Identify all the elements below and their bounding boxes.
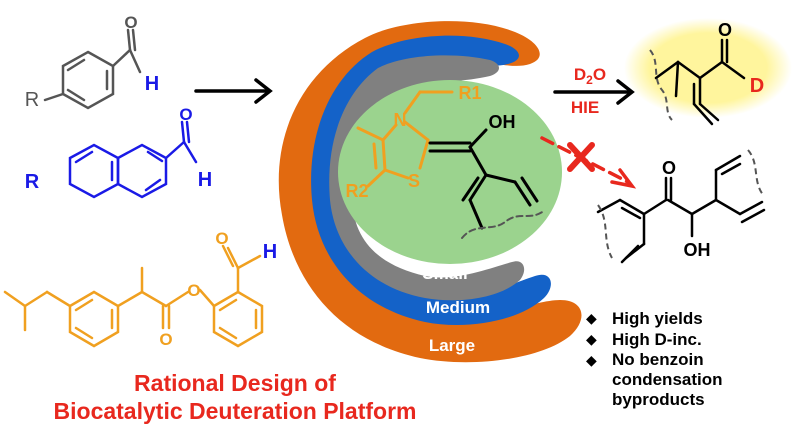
deuterated-product-structure [654, 38, 746, 126]
benzaldehyde-structure [43, 28, 142, 110]
diamond-bullet-icon: ◆ [586, 352, 597, 368]
product-o: O [718, 20, 732, 40]
intermediate-oh: OH [489, 112, 516, 132]
benefits-list: ◆ High yields ◆ High D-inc. ◆ No benzoin… [584, 308, 723, 410]
diamond-bullet-icon: ◆ [586, 331, 597, 347]
benzoin-o: O [662, 158, 676, 178]
breslow-intermediate [356, 90, 546, 239]
ester-carbonyl-o: O [159, 330, 172, 349]
naphthaldehyde-structure [68, 120, 198, 199]
active-site [338, 80, 562, 264]
benefit-text: High yields [612, 309, 703, 328]
benefit-text-line: No benzoin [612, 350, 704, 369]
title-line-1: Rational Design of [134, 370, 336, 396]
benefit-item: ◆ No benzoin condensation byproducts [584, 350, 723, 410]
reagent-label: D2O [574, 65, 606, 87]
naphthaldehyde-h: H [198, 169, 212, 191]
pocket-label-small: Small [422, 264, 467, 283]
naphthaldehyde-o: O [179, 105, 192, 124]
diamond-bullet-icon: ◆ [586, 310, 597, 326]
benzaldehyde-h: H [145, 73, 159, 95]
ester-o: O [187, 281, 200, 300]
ester-aldehyde-h: H [263, 241, 277, 263]
benzaldehyde-o: O [124, 13, 137, 32]
benzoin-structure [596, 154, 766, 264]
substrate-to-enzyme-arrow [194, 78, 273, 104]
benzaldehyde-r: R [25, 89, 39, 111]
benefit-text-line: byproducts [612, 390, 705, 409]
medium-pocket-layer [311, 35, 551, 326]
pocket-label-medium: Medium [426, 298, 490, 317]
benefit-item: ◆ High yields [584, 308, 723, 329]
title-line-2: Biocatalytic Deuteration Platform [53, 398, 417, 424]
intermediate-n: N [394, 110, 407, 130]
benefit-text: High D-inc. [612, 330, 702, 349]
product-highlight [624, 18, 792, 118]
deuteration-arrow [553, 79, 635, 105]
blocked-cross-icon [567, 142, 595, 172]
pocket-label-large: Large [429, 336, 475, 355]
benefit-item: ◆ High D-inc. [584, 329, 723, 350]
ibuprofen-ester-structure [3, 244, 264, 348]
ester-aldehyde-o: O [215, 229, 228, 248]
intermediate-s: S [408, 171, 420, 191]
method-label: HIE [571, 98, 599, 117]
benzoin-oh: OH [684, 240, 711, 260]
intermediate-r2: R2 [345, 181, 368, 201]
intermediate-r1: R1 [458, 83, 481, 103]
naphthaldehyde-r: R [25, 171, 40, 193]
benefit-text-line: condensation [612, 370, 723, 389]
product-d: D [750, 75, 764, 97]
